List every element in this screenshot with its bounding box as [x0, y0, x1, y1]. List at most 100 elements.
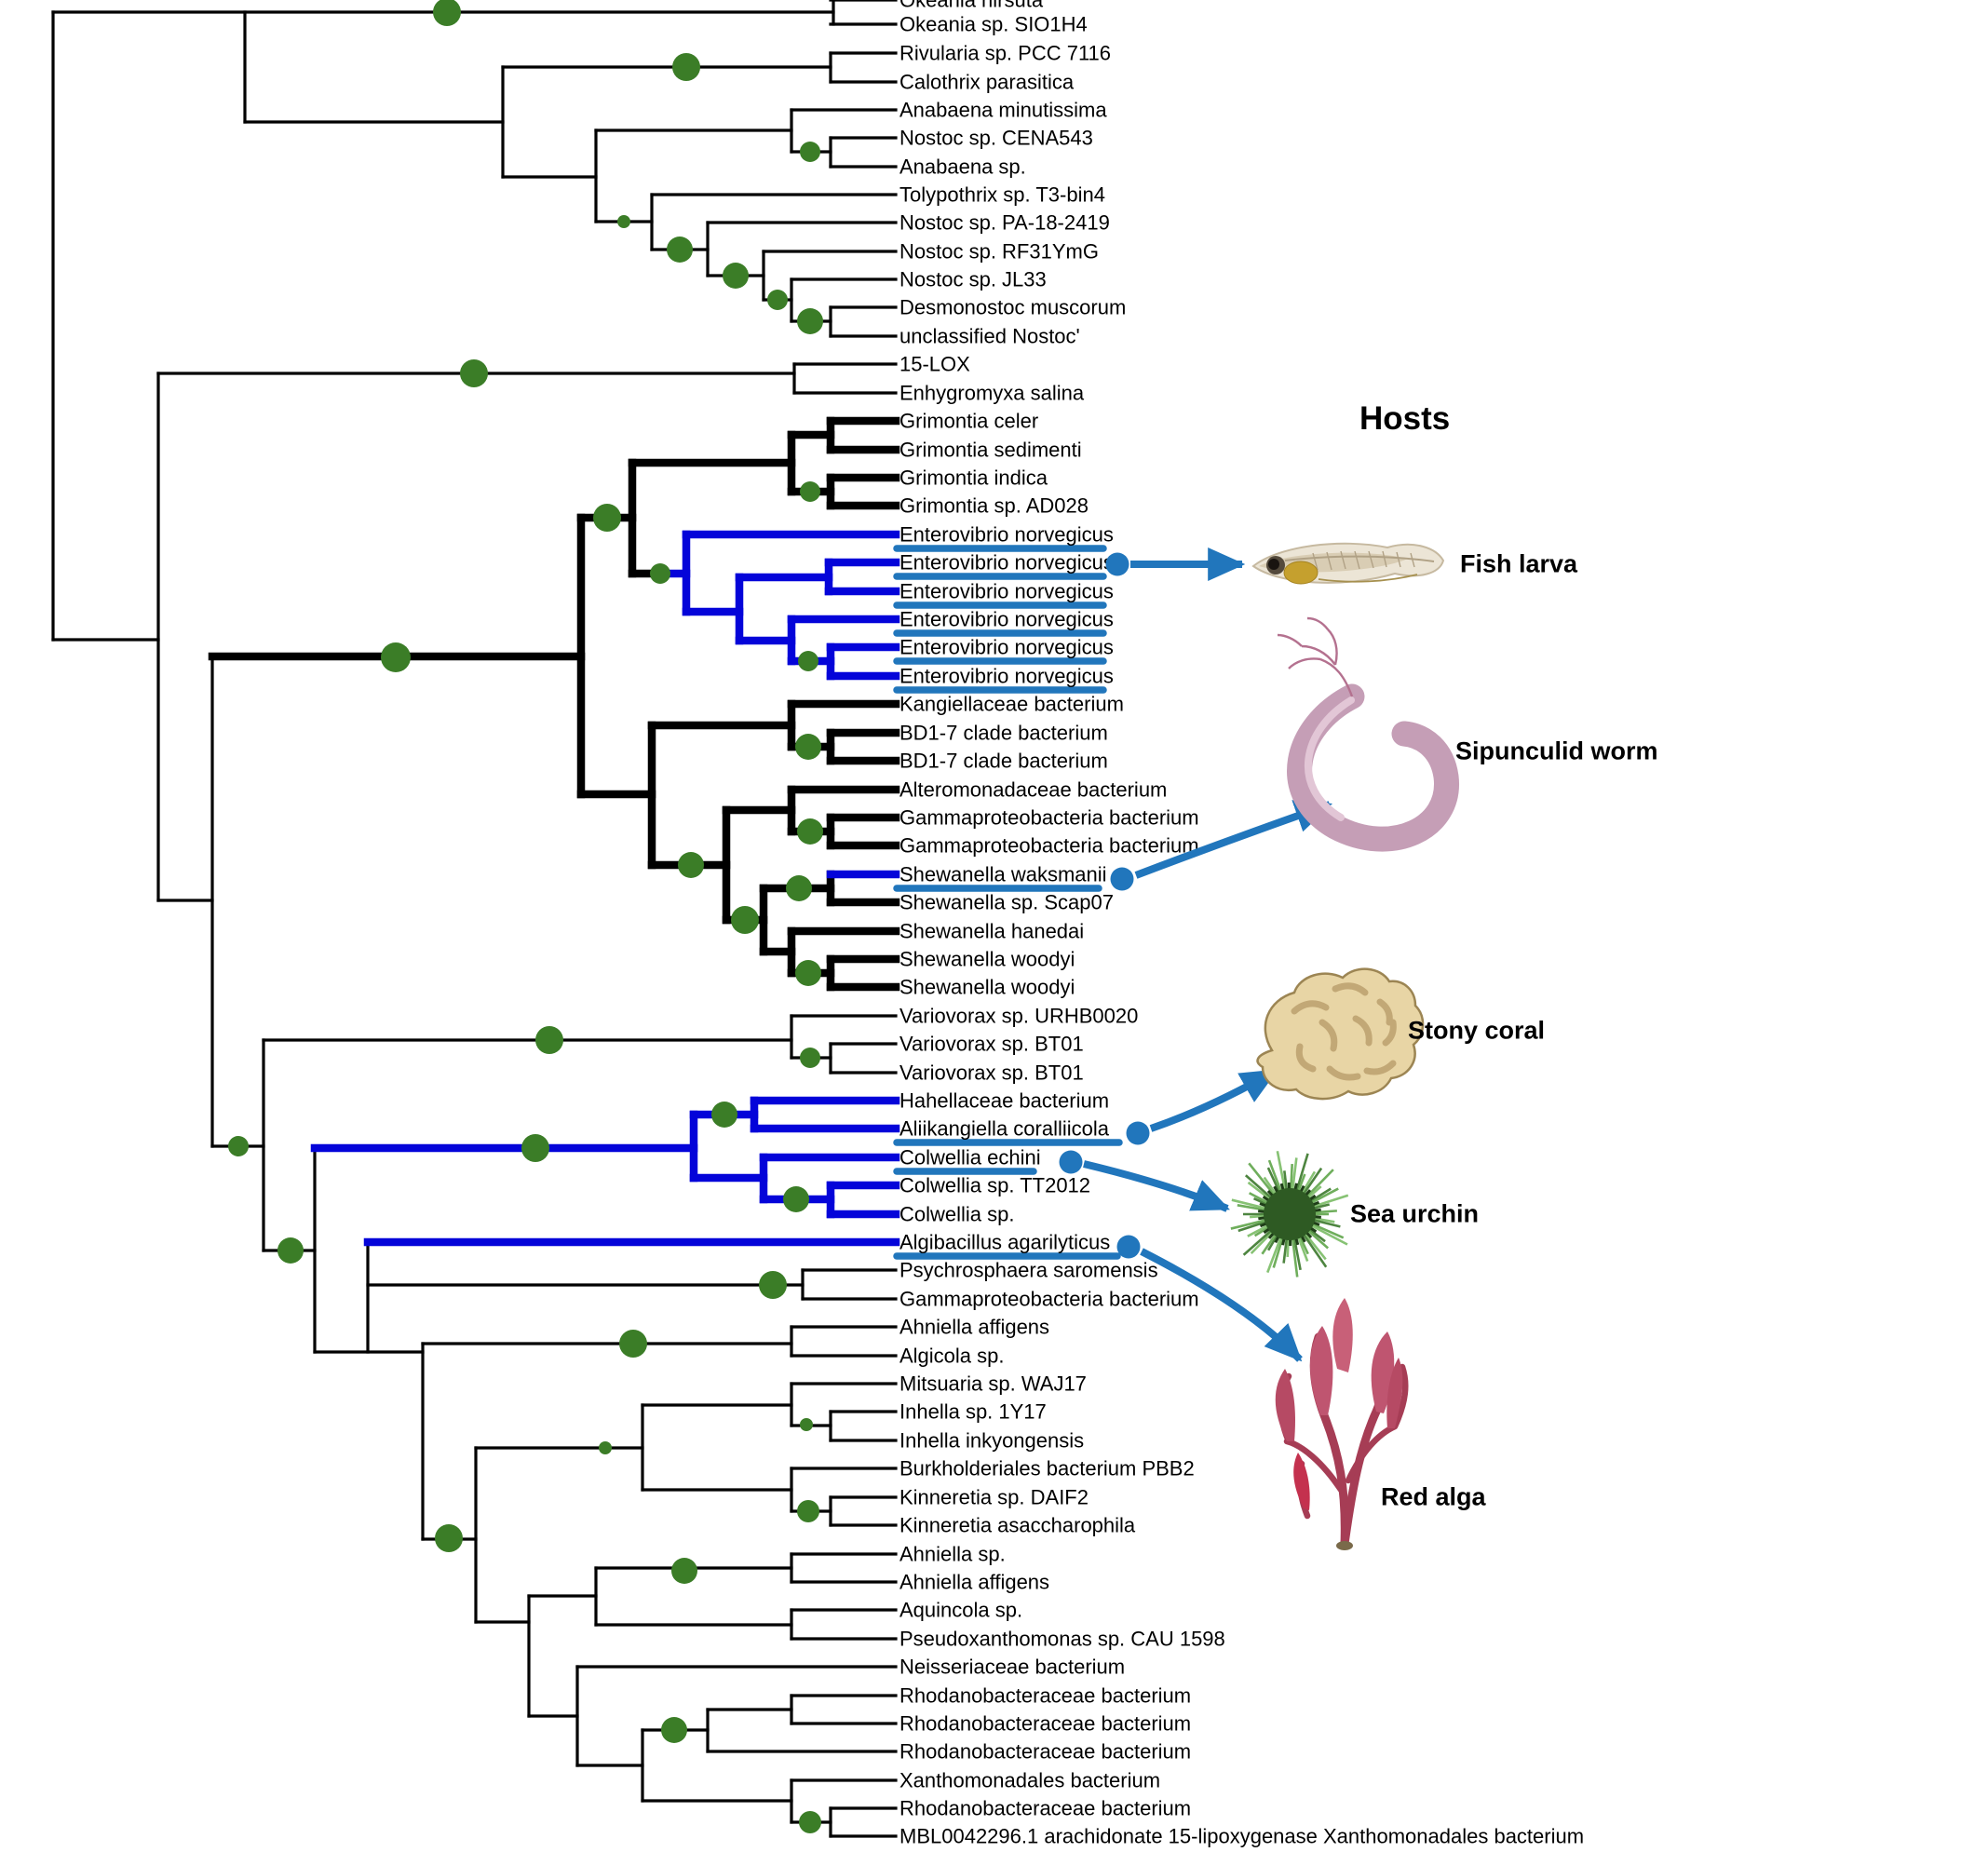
host-link-dot-fish-larva	[1105, 552, 1129, 576]
support-dot	[678, 852, 704, 878]
host-link-arrow-sea-urchin	[1083, 1160, 1230, 1212]
support-dot	[800, 142, 820, 162]
taxon-label: Rhodanobacteraceae bacterium	[899, 1712, 1191, 1736]
taxon-label: Okeania sp. SIO1H4	[899, 13, 1088, 36]
red-alga-illustration	[1275, 1298, 1409, 1550]
taxon-label: Inhella sp. 1Y17	[899, 1400, 1047, 1424]
support-dot	[711, 1102, 737, 1128]
support-dot	[799, 1811, 821, 1833]
urchin-spike	[1253, 1196, 1268, 1206]
support-dot	[800, 1048, 820, 1068]
urchin-spike	[1312, 1203, 1331, 1210]
support-dot	[797, 308, 823, 334]
taxon-label: Aliikangiella coralliicola	[899, 1117, 1110, 1141]
support-dot	[672, 53, 700, 81]
taxon-label: Rivularia sp. PCC 7116	[899, 42, 1111, 65]
host-label-sea-urchin: Sea urchin	[1350, 1199, 1480, 1228]
support-dot	[435, 1524, 463, 1552]
taxon-label: Inhella inkyongensis	[899, 1429, 1084, 1453]
support-dot	[759, 1271, 787, 1299]
support-dot	[797, 818, 823, 845]
taxon-label: Enhygromyxa salina	[899, 382, 1085, 405]
taxon-label: Kinneretia asaccharophila	[899, 1514, 1136, 1537]
taxon-label: Enterovibrio norvegicus	[899, 580, 1114, 603]
taxon-label: Nostoc sp. CENA543	[899, 127, 1093, 150]
taxon-label: Anabaena minutissima	[899, 99, 1107, 122]
support-dot	[460, 359, 488, 387]
support-dot	[617, 215, 630, 228]
taxon-label: Kangiellaceae bacterium	[899, 693, 1124, 716]
urchin-spike	[1266, 1232, 1284, 1274]
taxon-label: Ahniella affigens	[899, 1316, 1049, 1339]
sea-urchin-illustration	[1230, 1151, 1349, 1277]
support-dot	[795, 734, 821, 760]
support-dot	[619, 1330, 647, 1358]
taxon-label: BD1-7 clade bacterium	[899, 722, 1108, 745]
urchin-spike	[1302, 1233, 1328, 1268]
taxon-label: Neisseriaceae bacterium	[899, 1656, 1125, 1679]
taxon-label: Colwellia echini	[899, 1146, 1041, 1169]
urchin-spike	[1307, 1227, 1326, 1243]
taxon-label: Shewanella sp. Scap07	[899, 891, 1114, 914]
taxon-label: Shewanella hanedai	[899, 920, 1084, 943]
urchin-spike	[1231, 1198, 1271, 1211]
support-dot	[783, 1186, 809, 1212]
urchin-spike	[1282, 1237, 1289, 1264]
urchin-spike	[1267, 1234, 1278, 1251]
host-label-sipunculid-worm: Sipunculid worm	[1455, 737, 1658, 765]
urchin-spike	[1283, 1170, 1289, 1191]
host-link-dot-sea-urchin	[1059, 1150, 1083, 1174]
taxon-label: Gammaproteobacteria bacterium	[899, 1288, 1199, 1311]
support-dot	[797, 1500, 819, 1522]
taxon-label: Shewanella woodyi	[899, 976, 1075, 999]
support-dot	[521, 1134, 549, 1162]
taxon-label: Gammaproteobacteria bacterium	[899, 834, 1199, 858]
support-dot	[650, 563, 670, 584]
taxon-label: Okeania hirsuta	[899, 0, 1044, 12]
support-dot	[798, 651, 818, 671]
taxon-label: Algibacillus agarilyticus	[899, 1231, 1110, 1254]
taxon-label: Hahellaceae bacterium	[899, 1089, 1109, 1113]
host-link-arrow-red-alga	[1140, 1248, 1303, 1362]
taxon-label: Xanthomonadales bacterium	[899, 1769, 1160, 1792]
support-dot	[277, 1237, 304, 1264]
taxon-label: Grimontia sedimenti	[899, 439, 1082, 462]
host-link-arrow-stony-coral	[1149, 1067, 1278, 1132]
host-link-dot-red-alga	[1116, 1235, 1141, 1259]
urchin-spike	[1312, 1218, 1341, 1228]
support-dot	[671, 1558, 697, 1584]
support-dot	[795, 960, 821, 986]
urchin-spike	[1237, 1220, 1267, 1233]
taxon-label: Calothrix parasitica	[899, 71, 1075, 94]
stony-coral-illustration	[1256, 967, 1425, 1101]
taxon-label: Rhodanobacteraceae bacterium	[899, 1797, 1191, 1820]
host-label-stony-coral: Stony coral	[1408, 1016, 1546, 1045]
support-dot	[593, 504, 621, 532]
urchin-spike	[1302, 1167, 1323, 1196]
host-label-red-alga: Red alga	[1381, 1482, 1486, 1511]
taxon-label: Nostoc sp. RF31YmG	[899, 240, 1099, 264]
taxon-label: Ahniella affigens	[899, 1571, 1049, 1594]
urchin-spike	[1292, 1237, 1302, 1271]
sipunculid-worm-illustration	[1277, 616, 1459, 852]
host-link-dot-stony-coral	[1126, 1121, 1150, 1145]
urchin-spike	[1309, 1187, 1332, 1203]
support-dot	[381, 642, 411, 672]
urchin-spike	[1295, 1153, 1309, 1192]
urchin-spike	[1266, 1167, 1281, 1193]
taxon-label: Rhodanobacteraceae bacterium	[899, 1740, 1191, 1764]
taxon-label: Desmonostoc muscorum	[899, 296, 1126, 319]
taxon-label: Psychrosphaera saromensis	[899, 1259, 1158, 1282]
taxon-label: Nostoc sp. JL33	[899, 268, 1047, 291]
urchin-spike	[1244, 1174, 1273, 1199]
support-dot	[228, 1136, 249, 1156]
support-dot	[786, 875, 812, 901]
support-dot	[535, 1026, 563, 1054]
taxon-label: Algicola sp.	[899, 1345, 1005, 1368]
taxon-label: Nostoc sp. PA-18-2419	[899, 211, 1110, 235]
host-label-fish-larva: Fish larva	[1460, 549, 1578, 578]
taxon-label: Variovorax sp. BT01	[899, 1033, 1084, 1056]
urchin-spike	[1307, 1194, 1349, 1210]
taxon-label: Anabaena sp.	[899, 155, 1026, 179]
